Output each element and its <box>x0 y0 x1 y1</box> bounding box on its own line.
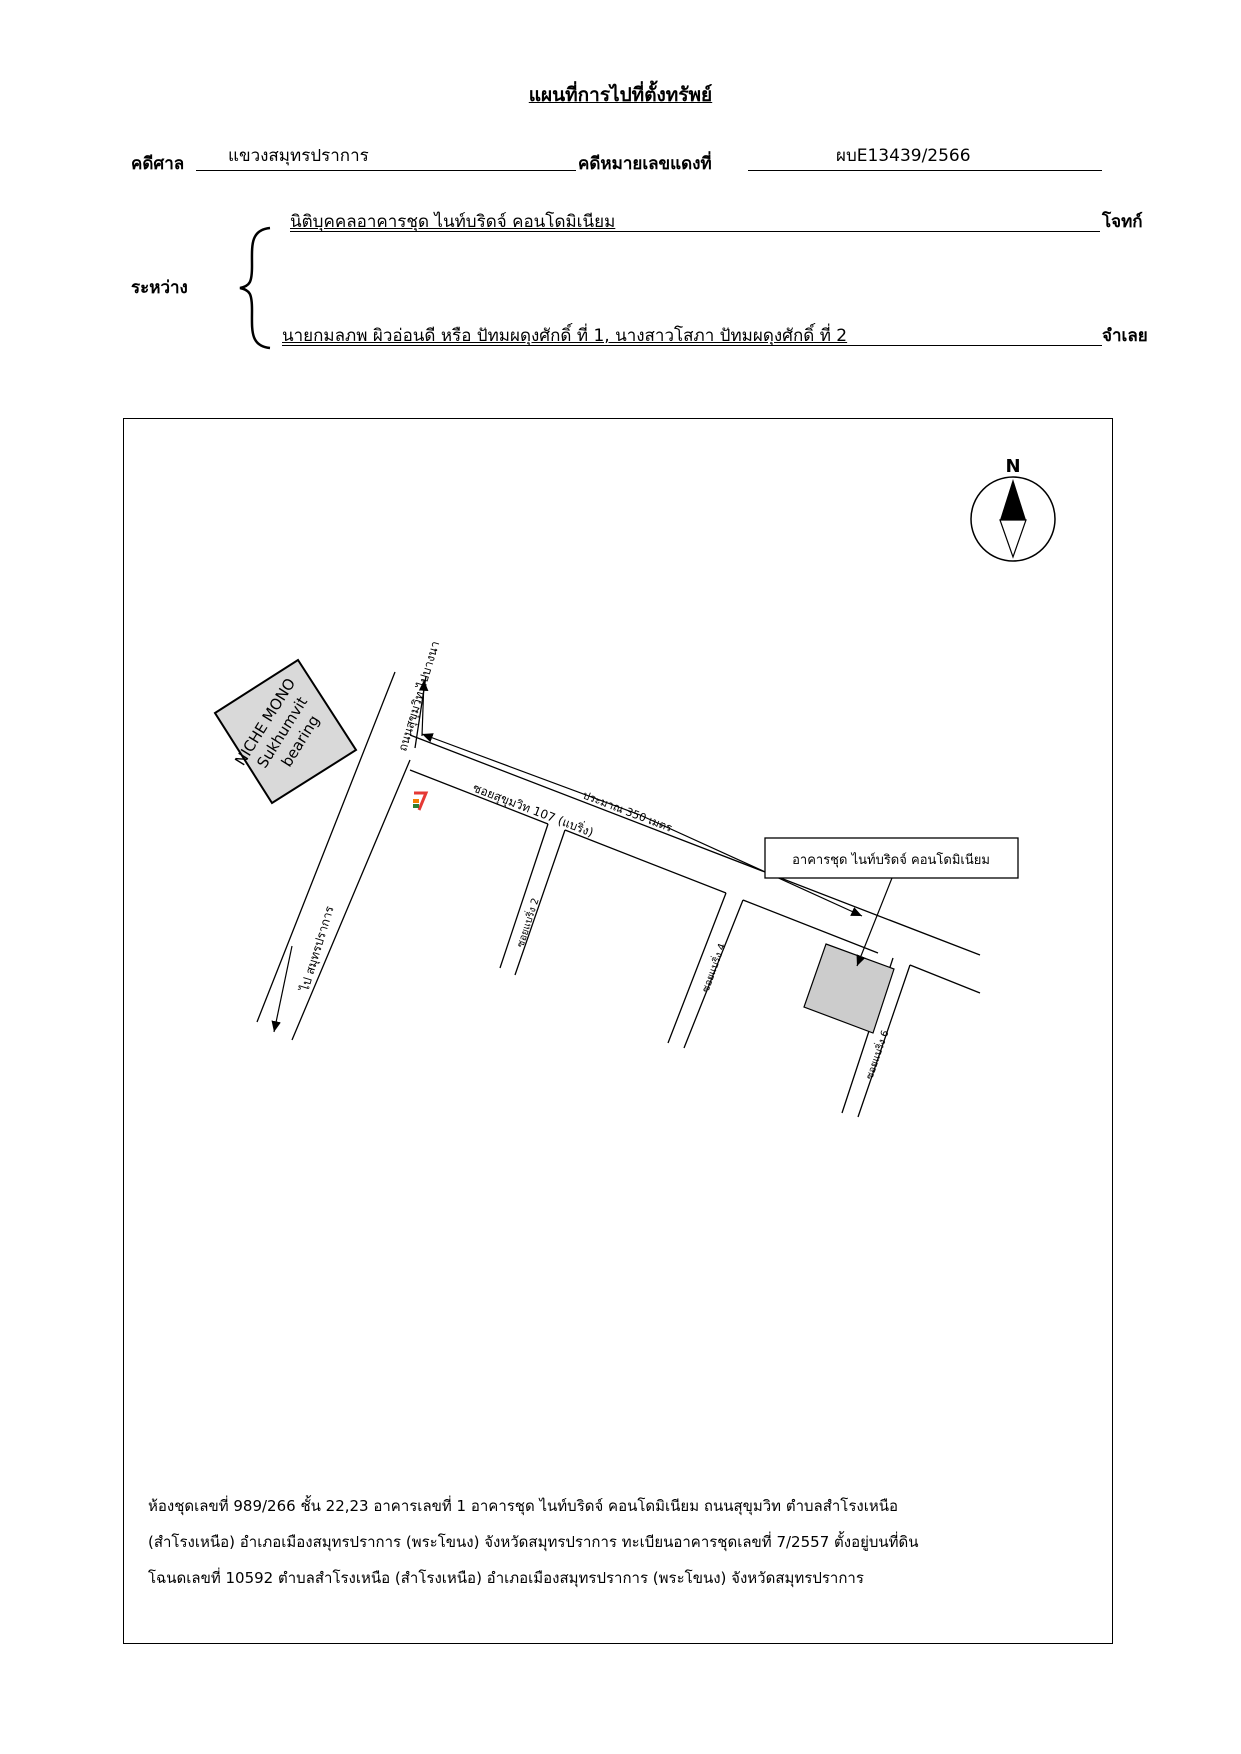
description-line-2: (สำโรงเหนือ) อำเภอเมืองสมุทรปราการ (พระโ… <box>148 1533 919 1551</box>
defendant-underline <box>282 345 1102 346</box>
compass: N <box>970 456 1056 562</box>
compass-north-arrow-icon <box>1000 479 1026 520</box>
building-marker: อาคารชุด ไนท์บริดจ์ คอนโดมิเนียม <box>764 837 1019 1034</box>
landmark-niche-mono: NICHE MONO Sukhumvit bearing <box>213 658 358 805</box>
defendant-name: นายกมลภพ ผิวอ่อนดี หรือ ปัทมผดุงศักดิ์ ท… <box>282 326 848 346</box>
court-underline <box>196 170 576 171</box>
location-map: N NICHE MONO Sukhumvit bearing ถนนสุขุมว… <box>213 456 1056 1118</box>
compass-north-label: N <box>1005 456 1020 477</box>
court-value: แขวงสมุทรปราการ <box>228 146 369 166</box>
soi-2-label: ซอยแบริ่ง 4 <box>698 941 729 994</box>
property-description: ห้องชุดเลขที่ 989/266 ชั้น 22,23 อาคารเล… <box>148 1488 1098 1596</box>
map-frame <box>123 418 1113 1644</box>
page-title: แผนที่การไปที่ตั้งทรัพย์ <box>528 84 713 106</box>
compass-south-arrow-icon <box>999 519 1027 559</box>
court-label: คดีศาล <box>131 154 185 174</box>
case-number-value: ผบE13439/2566 <box>836 146 971 166</box>
road-main-label-north: ถนนสุขุมวิท ไปบางนา <box>395 639 443 753</box>
soi-1-label: ซอยแบริ่ง 2 <box>513 896 542 949</box>
brace-icon <box>239 226 271 350</box>
description-line-3: โฉนดเลขที่ 10592 ตำบลสำโรงเหนือ (สำโรงเห… <box>148 1569 864 1587</box>
soi-107-label: ซอยสุขุมวิท 107 (แบริ่ง) <box>471 779 597 841</box>
case-number-label: คดีหมายเลขแดงที่ <box>578 154 712 174</box>
plaintiff-underline <box>290 231 1100 232</box>
between-label: ระหว่าง <box>131 278 188 298</box>
plaintiff-name: นิติบุคคลอาคารชุด ไนท์บริดจ์ คอนโดมิเนีย… <box>290 212 616 232</box>
defendant-label: จำเลย <box>1102 326 1148 346</box>
case-number-underline <box>748 170 1102 171</box>
seven-eleven-icon <box>412 791 429 811</box>
compass-circle <box>970 476 1056 562</box>
plaintiff-label: โจทก์ <box>1102 212 1143 232</box>
building-label: อาคารชุด ไนท์บริดจ์ คอนโดมิเนียม <box>792 852 990 868</box>
soi-3-label: ซอยแบริ่ง 6 <box>862 1028 892 1081</box>
description-line-1: ห้องชุดเลขที่ 989/266 ชั้น 22,23 อาคารเล… <box>148 1497 898 1515</box>
